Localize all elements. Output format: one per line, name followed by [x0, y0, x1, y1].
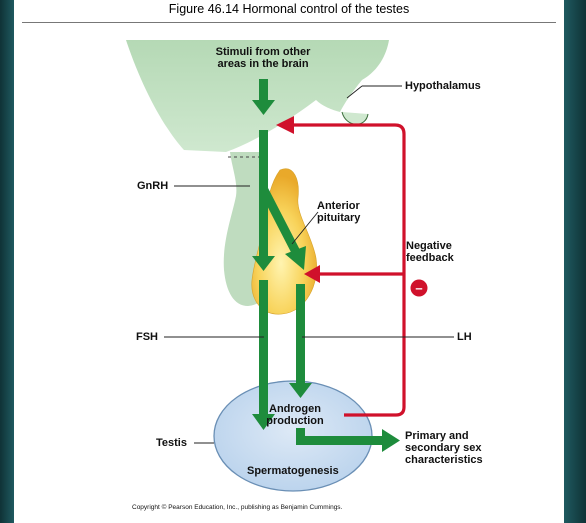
androgen-production-label: Androgen production [263, 403, 327, 427]
brain-fold [342, 112, 368, 124]
fsh-arrow-shaft [259, 280, 268, 415]
anterior-pituitary-label: Anterior pituitary [317, 200, 360, 224]
stimuli-label: Stimuli from other areas in the brain [198, 46, 328, 70]
stimulus-arrow-shaft [259, 79, 268, 101]
anterior-label-line2: pituitary [317, 212, 360, 224]
androgen-label-line1: Androgen [263, 403, 327, 415]
copyright-notice: Copyright © Pearson Education, Inc., pub… [132, 504, 342, 511]
slide-frame-right [564, 0, 586, 523]
spermatogenesis-label: Spermatogenesis [247, 465, 339, 477]
gnrh-label: GnRH [137, 180, 168, 192]
negative-label-line1: Negative [406, 240, 454, 252]
stimuli-label-line2: areas in the brain [198, 58, 328, 70]
androgen-output-shaft [296, 436, 384, 445]
characteristics-label-line3: characteristics [405, 454, 483, 466]
lh-label: LH [457, 331, 472, 343]
testis-label: Testis [156, 437, 187, 449]
characteristics-arrowhead [382, 429, 400, 452]
negative-feedback-label: Negative feedback [406, 240, 454, 264]
negative-sign-text: – [415, 281, 422, 296]
slide: Figure 46.14 Hormonal control of the tes… [14, 0, 564, 523]
stimuli-label-line1: Stimuli from other [198, 46, 328, 58]
characteristics-label-line2: secondary sex [405, 442, 483, 454]
androgen-label-line2: production [263, 415, 327, 427]
anterior-label-line1: Anterior [317, 200, 360, 212]
slide-frame-left [0, 0, 14, 523]
characteristics-label-line1: Primary and [405, 430, 483, 442]
hypothalamus-label: Hypothalamus [405, 80, 481, 92]
sex-characteristics-label: Primary and secondary sex characteristic… [405, 430, 483, 466]
lh-arrow-shaft [296, 284, 305, 385]
fsh-label: FSH [136, 331, 158, 343]
negative-label-line2: feedback [406, 252, 454, 264]
